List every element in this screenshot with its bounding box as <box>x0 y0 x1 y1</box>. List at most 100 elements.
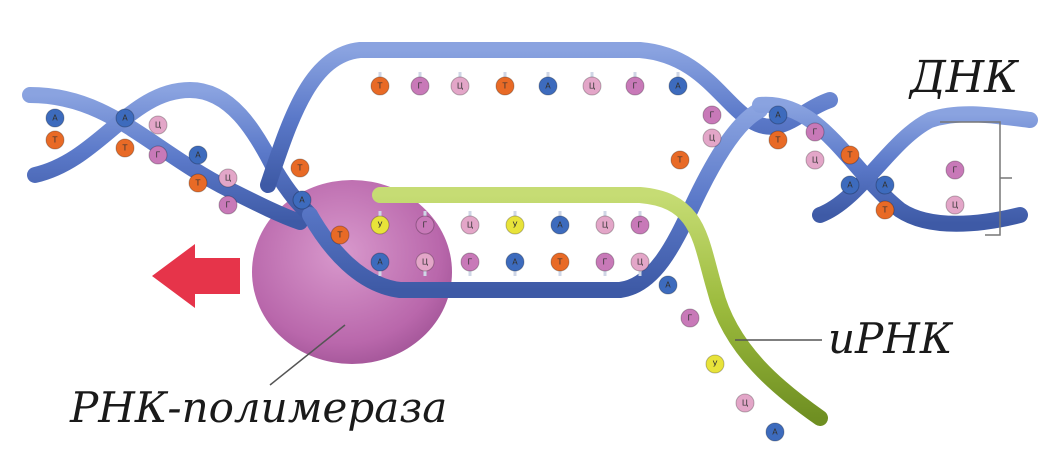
base-template-pair: Т <box>551 253 569 276</box>
svg-text:Т: Т <box>557 258 563 267</box>
base-template-pair: А <box>506 253 524 276</box>
svg-text:Г: Г <box>423 221 428 230</box>
base-mrna-pair: А <box>551 211 569 234</box>
svg-text:А: А <box>557 221 563 230</box>
base-mrna-tail: У <box>706 355 724 373</box>
svg-text:Т: Т <box>677 156 683 165</box>
svg-text:А: А <box>775 111 781 120</box>
svg-text:Т: Т <box>337 231 343 240</box>
arrow-left-icon <box>152 244 240 308</box>
base-mrna-pair: Ц <box>596 211 614 234</box>
base-left-helix: Ц <box>149 116 167 134</box>
svg-text:Г: Г <box>638 221 643 230</box>
svg-text:Т: Т <box>775 136 781 145</box>
svg-text:Ц: Ц <box>589 82 595 91</box>
svg-text:Т: Т <box>297 164 303 173</box>
svg-text:Ц: Ц <box>602 221 608 230</box>
svg-text:А: А <box>882 181 888 190</box>
svg-text:Т: Т <box>52 136 58 145</box>
base-right-helix: А <box>841 176 859 194</box>
base-mrna-pair: Г <box>631 211 649 234</box>
dna-label: ДНК <box>910 52 1018 103</box>
base-left-helix: А <box>116 109 134 127</box>
base-top-strand: Ц <box>583 72 601 95</box>
svg-text:Т: Т <box>847 151 853 160</box>
svg-text:У: У <box>513 221 518 230</box>
base-left-helix: Т <box>291 159 309 177</box>
svg-text:Г: Г <box>953 166 958 175</box>
svg-text:Т: Т <box>377 82 383 91</box>
base-left-helix: А <box>46 109 64 127</box>
svg-text:А: А <box>675 82 681 91</box>
svg-text:А: А <box>299 196 305 205</box>
svg-text:Ц: Ц <box>155 121 161 130</box>
svg-text:Ц: Ц <box>457 82 463 91</box>
base-top-strand: Ц <box>451 72 469 95</box>
svg-text:Ц: Ц <box>742 399 748 408</box>
svg-text:Т: Т <box>882 206 888 215</box>
base-left-helix: Ц <box>219 169 237 187</box>
base-left-helix: Т <box>116 139 134 157</box>
svg-text:Г: Г <box>688 314 693 323</box>
base-top-strand: А <box>669 72 687 95</box>
svg-text:А: А <box>377 258 383 267</box>
base-mrna-pair: Ц <box>461 211 479 234</box>
base-right-helix: Т <box>671 151 689 169</box>
base-right-helix: Г <box>946 161 964 179</box>
base-left-helix: Г <box>219 196 237 214</box>
base-left-helix: Т <box>46 131 64 149</box>
svg-text:Г: Г <box>813 128 818 137</box>
svg-text:Т: Т <box>502 82 508 91</box>
base-template-pair: Г <box>596 253 614 276</box>
rna-polymerase-label: РНК-полимераза <box>70 383 447 432</box>
base-mrna-tail: А <box>766 423 784 441</box>
svg-text:Ц: Ц <box>637 258 643 267</box>
svg-text:Ц: Ц <box>422 258 428 267</box>
svg-text:Ц: Ц <box>225 174 231 183</box>
base-right-helix: Ц <box>946 196 964 214</box>
svg-text:Т: Т <box>122 144 128 153</box>
mrna-label: иРНК <box>828 314 952 363</box>
base-right-helix: А <box>769 106 787 124</box>
base-left-helix: А <box>189 146 207 164</box>
base-right-helix: Т <box>841 146 859 164</box>
svg-text:Ц: Ц <box>467 221 473 230</box>
base-left-helix: Т <box>331 226 349 244</box>
svg-text:Т: Т <box>195 179 201 188</box>
base-mrna-tail: А <box>659 276 677 294</box>
base-right-helix: А <box>876 176 894 194</box>
base-mrna-tail: Ц <box>736 394 754 412</box>
svg-text:Г: Г <box>156 151 161 160</box>
base-left-helix: А <box>293 191 311 209</box>
base-top-strand: Г <box>626 72 644 95</box>
svg-text:А: А <box>52 114 58 123</box>
base-right-helix: Ц <box>703 129 721 147</box>
base-top-strand: Г <box>411 72 429 95</box>
svg-text:Г: Г <box>418 82 423 91</box>
svg-text:Ц: Ц <box>812 156 818 165</box>
svg-text:Г: Г <box>633 82 638 91</box>
svg-text:А: А <box>512 258 518 267</box>
svg-text:Г: Г <box>710 111 715 120</box>
svg-text:А: А <box>545 82 551 91</box>
base-template-pair: Г <box>461 253 479 276</box>
base-right-helix: Т <box>769 131 787 149</box>
svg-text:А: А <box>122 114 128 123</box>
base-top-strand: А <box>539 72 557 95</box>
svg-text:А: А <box>772 428 778 437</box>
base-top-strand: Т <box>371 72 389 95</box>
svg-text:Г: Г <box>226 201 231 210</box>
base-right-helix: Ц <box>806 151 824 169</box>
base-mrna-pair: У <box>506 211 524 234</box>
svg-text:Ц: Ц <box>709 134 715 143</box>
base-mrna-tail: Г <box>681 309 699 327</box>
base-top-strand: Т <box>496 72 514 95</box>
base-right-helix: Т <box>876 201 894 219</box>
svg-text:Ц: Ц <box>952 201 958 210</box>
svg-text:Г: Г <box>603 258 608 267</box>
base-left-helix: Т <box>189 174 207 192</box>
svg-text:У: У <box>378 221 383 230</box>
svg-text:А: А <box>195 151 201 160</box>
svg-text:А: А <box>847 181 853 190</box>
